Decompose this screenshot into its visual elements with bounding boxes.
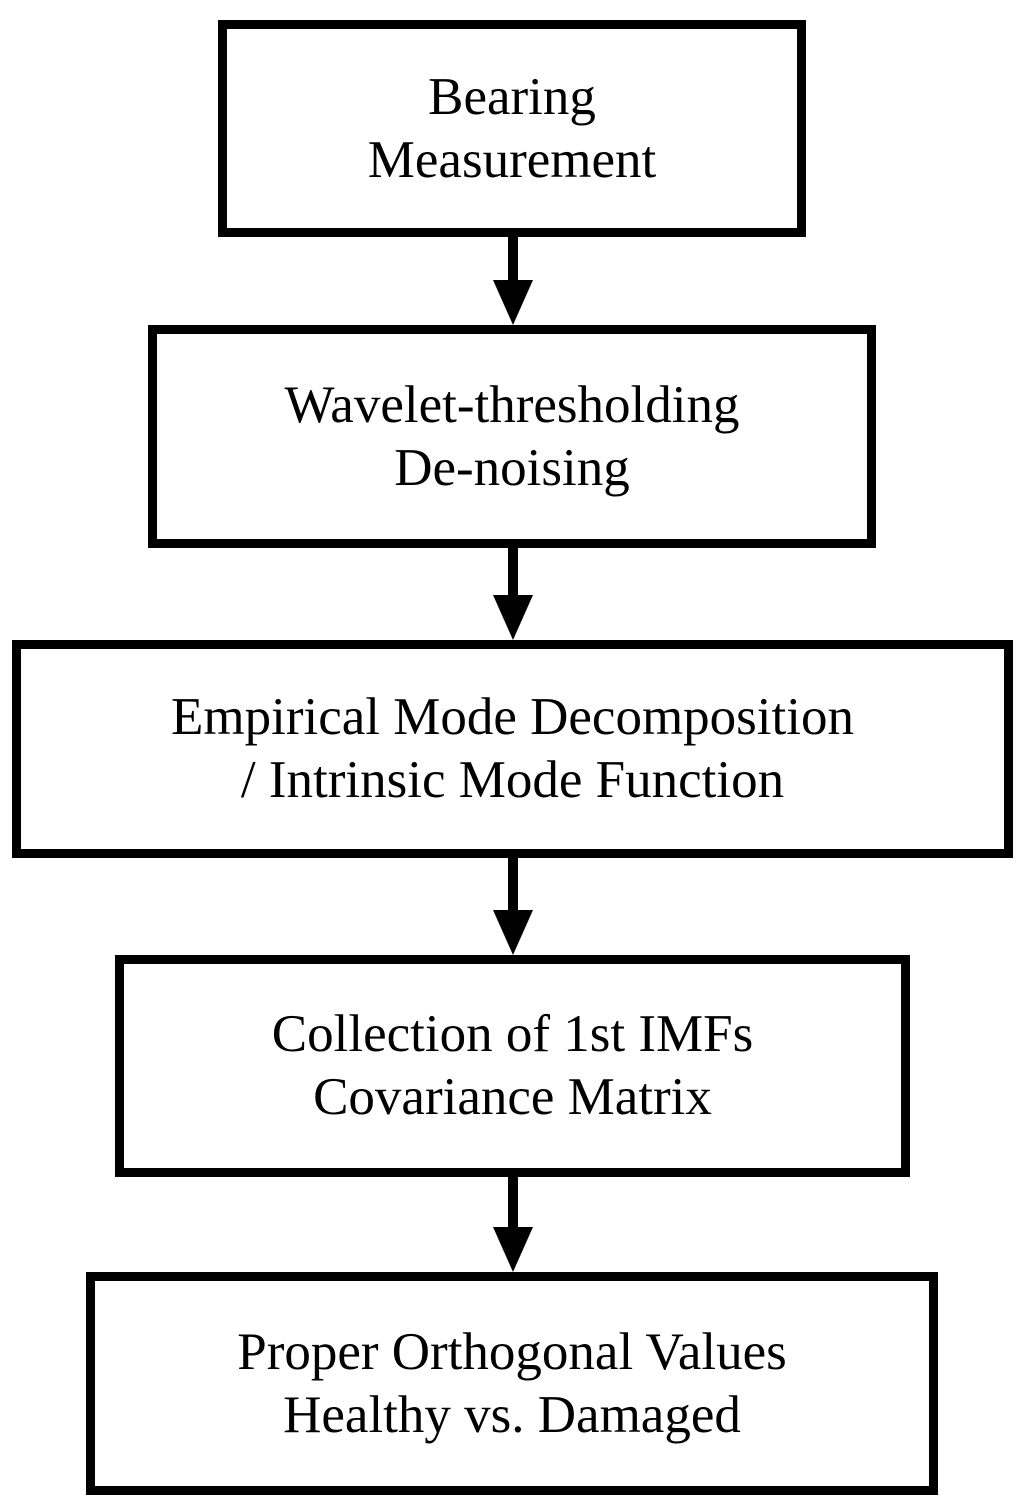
node-imf-covariance-line-2: Covariance Matrix: [313, 1068, 712, 1126]
node-proper-orthogonal-values-line-2: Healthy vs. Damaged: [283, 1385, 741, 1444]
node-emd-imf-line-1: Empirical Mode Decomposition: [171, 688, 854, 747]
arrow-shaft: [508, 237, 518, 280]
arrow-shaft: [508, 858, 518, 910]
arrow-wavelet-to-emd: [493, 548, 533, 640]
node-emd-imf-line-2: / Intrinsic Mode Function: [240, 751, 785, 809]
node-bearing-measurement-line-1: Bearing: [428, 67, 596, 126]
arrow-shaft: [508, 548, 518, 595]
arrow-shaft: [508, 1177, 518, 1227]
node-wavelet-thresholding-denoising: Wavelet-thresholding De-noising: [148, 325, 876, 548]
node-imf-covariance-line-1: Collection of 1st IMFs: [271, 1005, 754, 1064]
arrow-head-icon: [493, 595, 533, 640]
node-proper-orthogonal-values: Proper Orthogonal Values Healthy vs. Dam…: [86, 1272, 938, 1495]
arrow-covariance-to-pov: [493, 1177, 533, 1272]
node-empirical-mode-decomposition: Empirical Mode Decomposition / Intrinsic…: [12, 640, 1013, 858]
arrow-head-icon: [493, 910, 533, 955]
arrow-bearing-to-wavelet: [493, 237, 533, 325]
node-wavelet-denoising-line-1: Wavelet-thresholding: [284, 375, 740, 434]
arrow-emd-to-covariance: [493, 858, 533, 955]
arrow-head-icon: [493, 1227, 533, 1272]
arrow-head-icon: [493, 280, 533, 325]
node-bearing-measurement: Bearing Measurement: [218, 20, 806, 237]
node-proper-orthogonal-values-line-1: Proper Orthogonal Values: [237, 1322, 787, 1381]
node-bearing-measurement-line-2: Measurement: [367, 130, 657, 189]
node-collection-of-first-imfs: Collection of 1st IMFs Covariance Matrix: [115, 955, 910, 1177]
node-wavelet-denoising-line-2: De-noising: [394, 438, 630, 497]
